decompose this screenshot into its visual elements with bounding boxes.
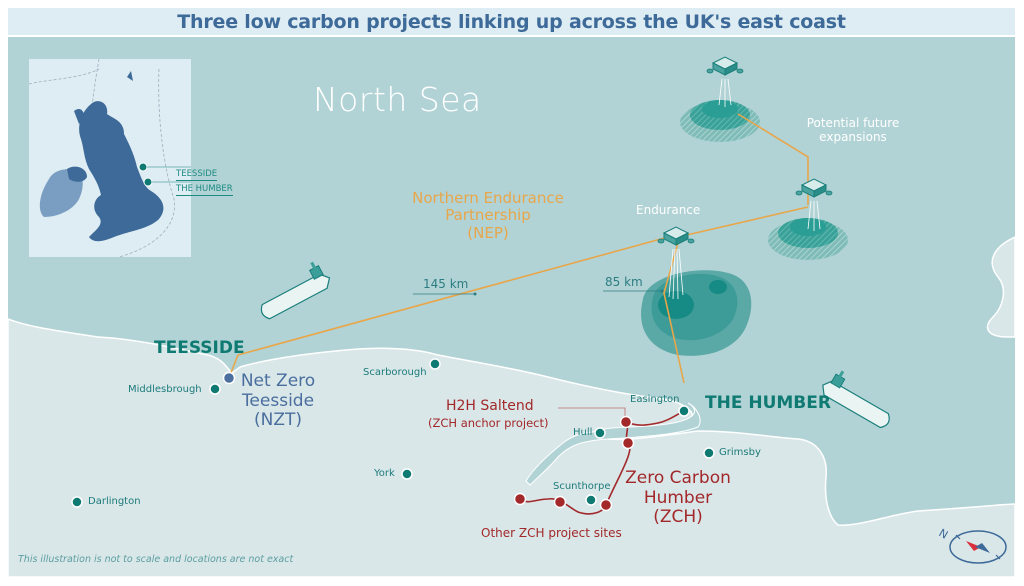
page-title: Three low carbon projects linking up acr…: [177, 10, 846, 33]
uk-outline: [28, 58, 264, 258]
east-coast-land: [986, 236, 1015, 338]
ship-humber: [822, 370, 890, 429]
zch-line1: Zero Carbon: [625, 468, 731, 488]
inset-label-teesside: TEESSIDE: [176, 169, 218, 181]
future-line1: Potential future: [806, 116, 900, 130]
town-middlesbrough: Middlesbrough: [128, 384, 202, 395]
platform-future-2: [795, 178, 833, 231]
nzt-line1: Net Zero: [240, 371, 316, 391]
inset-map: [28, 58, 264, 258]
north-sea-label: North Sea: [313, 80, 482, 119]
town-dots: [71, 358, 715, 508]
nzt-line2: Teesside: [241, 390, 315, 411]
endurance-store: [641, 270, 752, 356]
h2h-sublabel: (ZCH anchor project): [428, 416, 549, 430]
town-scunthorpe: Scunthorpe: [553, 481, 611, 492]
ireland: [39, 169, 83, 217]
nep-label: Northern Endurance Partnership (NEP): [403, 189, 573, 242]
other-sites-label: Other ZCH project sites: [481, 526, 622, 540]
nep-line2: Partnership: [445, 206, 531, 225]
future-line2: expansions: [819, 129, 887, 144]
nzt-line3: (NZT): [253, 410, 302, 431]
future-store-1: [680, 100, 760, 142]
town-darlington: Darlington: [88, 496, 141, 507]
platform-future-1: [706, 56, 744, 107]
h2h-leader: [558, 407, 626, 419]
town-easington: Easington: [630, 394, 680, 405]
future-expansions-label: Potential future expansions: [798, 116, 908, 145]
town-york: York: [374, 468, 395, 479]
town-scarborough: Scarborough: [363, 367, 427, 378]
zch-sites: [513, 415, 635, 512]
nep-line1: Northern Endurance: [412, 189, 564, 207]
region-humber: THE HUMBER: [705, 393, 831, 413]
region-teesside: TEESSIDE: [154, 338, 245, 358]
nep-line3: (NEP): [467, 223, 509, 242]
humber-estuary: [525, 402, 701, 486]
h2h-label: H2H Saltend: [446, 398, 534, 414]
distance-85km: 85 km: [605, 275, 643, 289]
town-hull: Hull: [573, 427, 593, 438]
zch-line3: (ZCH): [653, 507, 703, 528]
northern-ireland: [67, 166, 87, 182]
ship-north: [260, 261, 331, 320]
nzt-label: Net Zero Teesside (NZT): [233, 371, 323, 431]
zch-line2: Humber: [643, 487, 713, 508]
title-bar: Three low carbon projects linking up acr…: [8, 8, 1015, 37]
disclaimer: This illustration is not to scale and lo…: [18, 554, 294, 565]
endurance-label: Endurance: [636, 203, 701, 217]
platform-endurance: [657, 226, 695, 300]
distance-145km: 145 km: [423, 277, 469, 291]
nzt-site: [222, 371, 236, 385]
town-grimsby: Grimsby: [719, 447, 761, 458]
zch-label: Zero Carbon Humber (ZCH): [613, 468, 743, 528]
map-panel: N TEESSIDE THE HUMBER North Sea Northern…: [8, 37, 1015, 577]
compass-icon: N: [937, 526, 1007, 564]
inset-label-humber: THE HUMBER: [176, 184, 233, 196]
great-britain: [79, 101, 164, 242]
map-base: N: [8, 56, 1015, 577]
future-store-2: [768, 218, 848, 260]
